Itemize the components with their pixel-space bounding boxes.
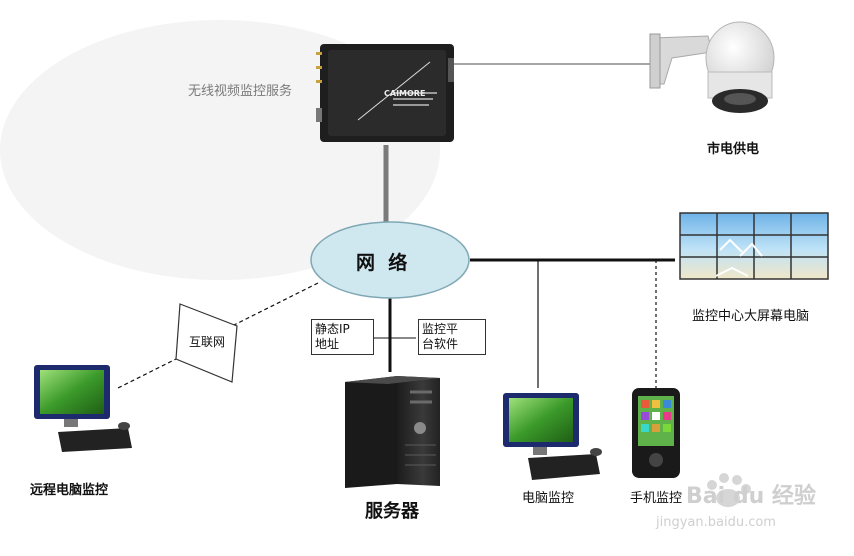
- static-ip-label: 静态IP 地址: [311, 319, 374, 355]
- network-cloud: [310, 221, 470, 299]
- mobile-phone: [632, 388, 680, 478]
- device-brand-label: CAIMORE: [384, 89, 426, 98]
- watermark-brand: Bai du 经验: [686, 484, 816, 509]
- internet-label: 互联网: [189, 335, 226, 349]
- server-tower: [345, 376, 440, 488]
- mains-power-label: 市电供电: [707, 142, 760, 157]
- paw-icon: [707, 473, 751, 507]
- video-server-device: [316, 44, 454, 142]
- server-label: 服务器: [365, 501, 419, 522]
- monitor-pc: [503, 393, 602, 480]
- big-screen-label: 监控中心大屏幕电脑: [692, 309, 810, 324]
- network-label: 网 络: [356, 252, 408, 274]
- network-to-internet-line: [231, 282, 319, 327]
- internet-to-remote-line: [117, 357, 179, 389]
- remote-pc: [34, 365, 132, 452]
- remote-pc-label: 远程电脑监控: [30, 483, 109, 498]
- ptz-camera: [649, 21, 775, 113]
- pc-monitor-label: 电脑监控: [522, 491, 575, 506]
- service-label: 无线视频监控服务: [188, 84, 293, 99]
- phone-monitor-label: 手机监控: [630, 491, 683, 506]
- video-wall: [679, 212, 829, 280]
- internet-node: [175, 303, 238, 383]
- watermark-url: jingyan.baidu.com: [656, 515, 776, 530]
- platform-label: 监控平 台软件: [418, 319, 486, 355]
